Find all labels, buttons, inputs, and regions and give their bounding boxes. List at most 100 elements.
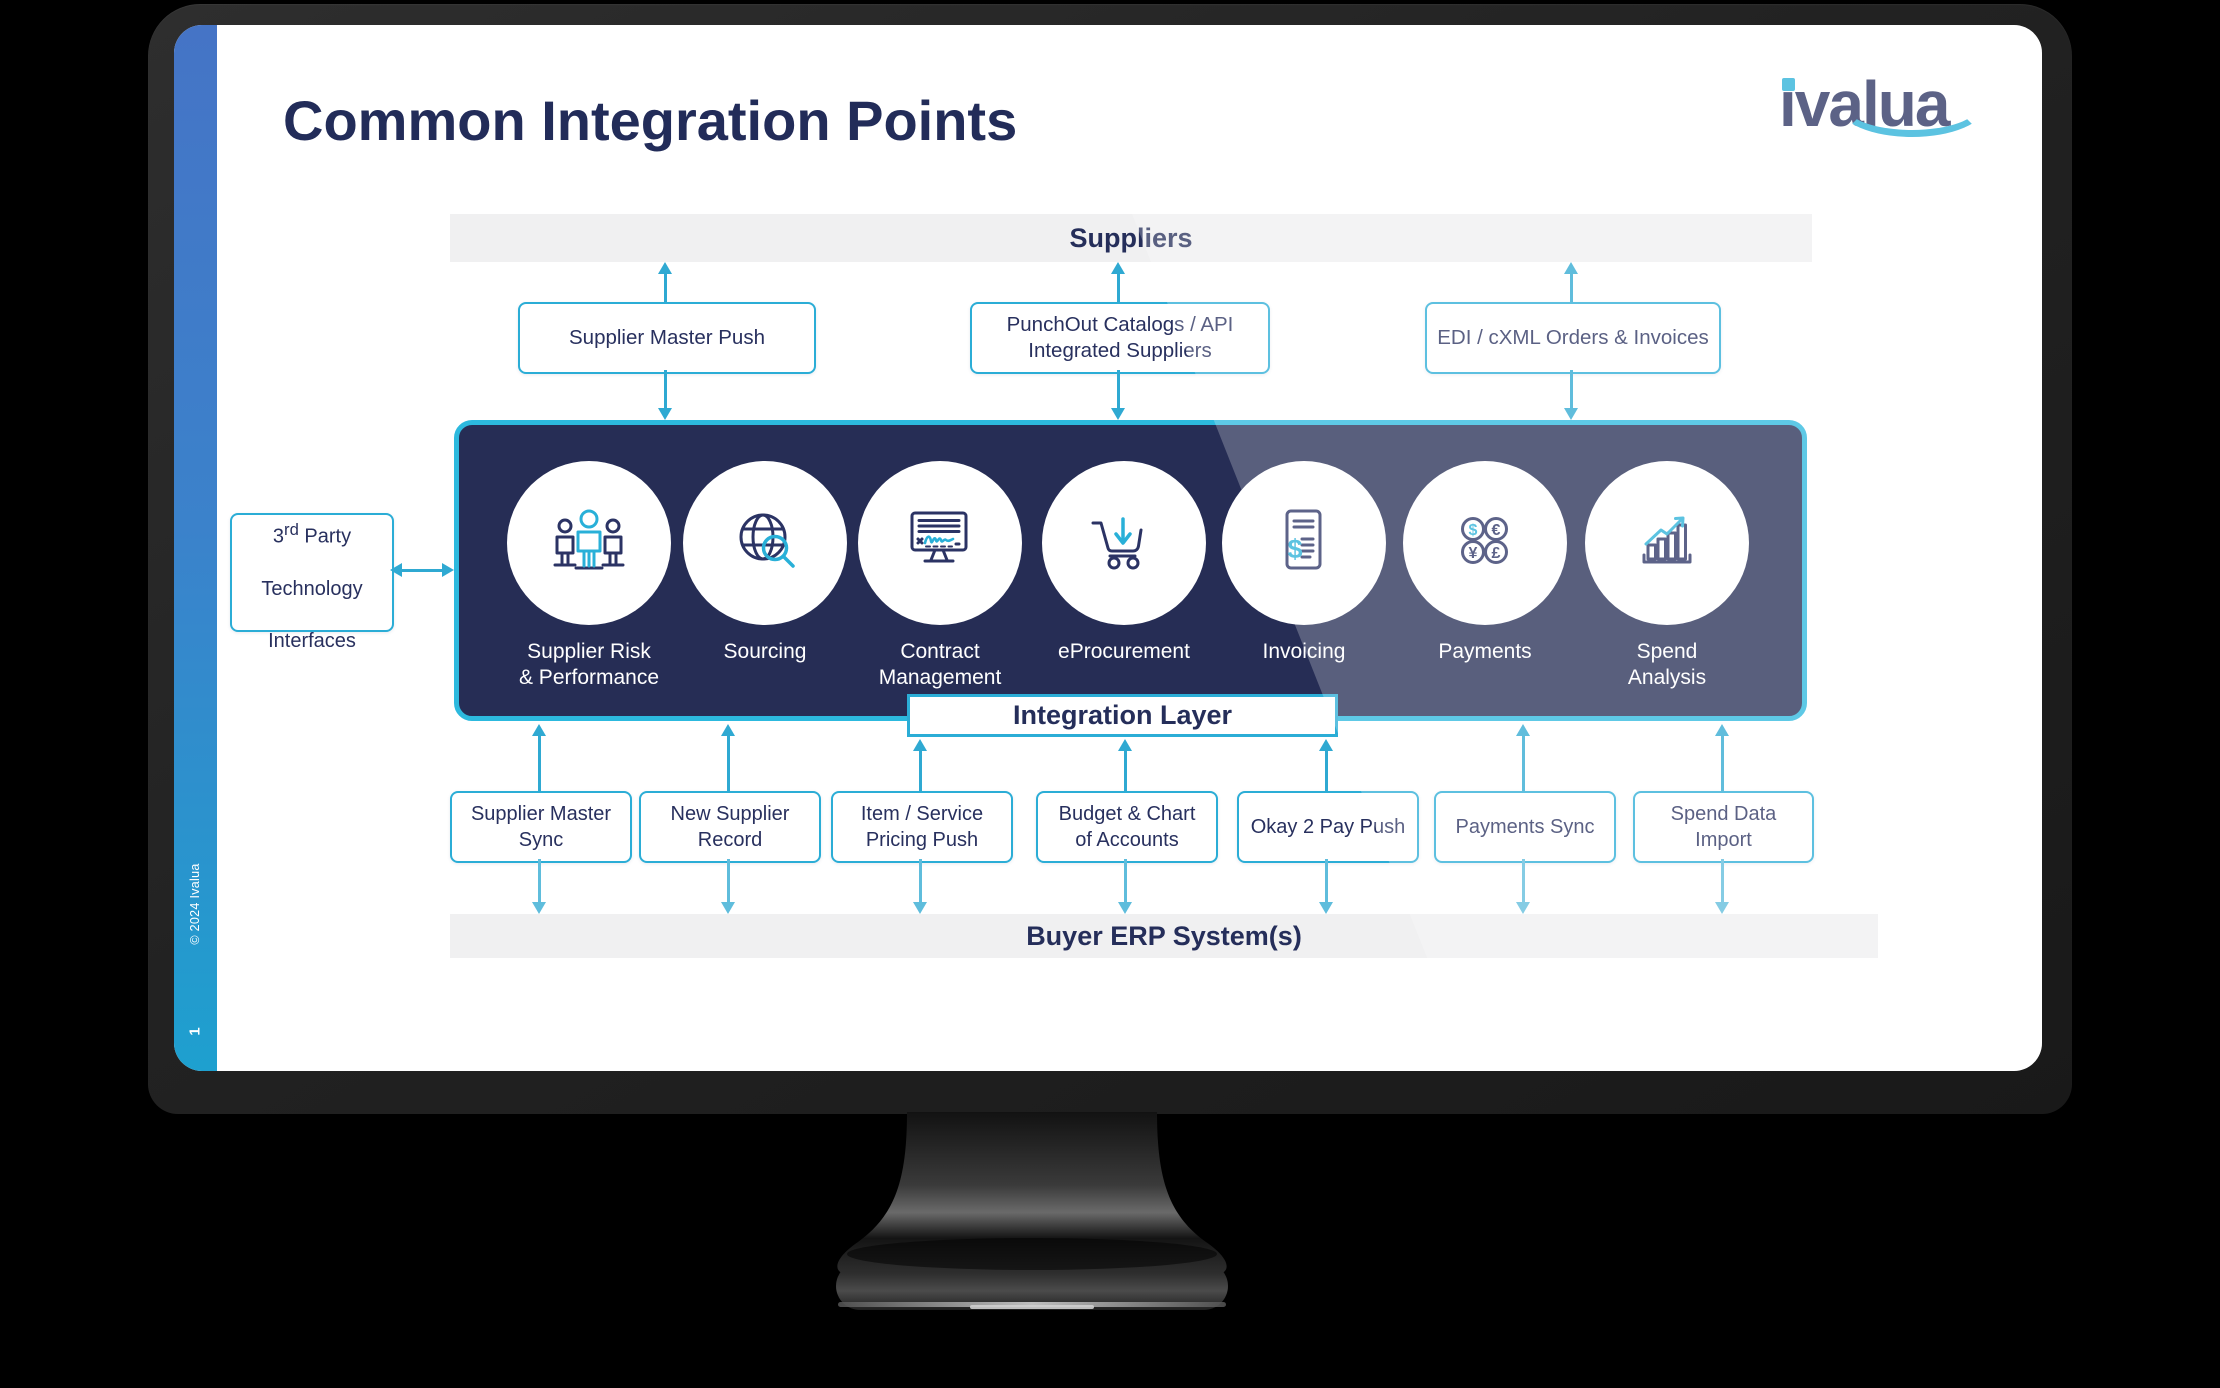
arrow-line bbox=[918, 859, 922, 903]
module-label: Sourcing bbox=[723, 640, 807, 663]
arrow-line bbox=[1123, 859, 1127, 903]
bottom-box-payments-sync: Payments Sync bbox=[1434, 791, 1616, 863]
euro-glyph: € bbox=[1492, 522, 1501, 539]
module-spend-analysis: Spend Analysis bbox=[1562, 461, 1772, 691]
top-box-punchout-catalogs: PunchOut Catalogs / API Integrated Suppl… bbox=[970, 302, 1270, 374]
page-title: Common Integration Points bbox=[283, 89, 1018, 152]
yen-glyph: ¥ bbox=[1469, 545, 1478, 562]
module-label: Contract Management bbox=[878, 640, 1002, 689]
module-eprocurement: eProcurement bbox=[1019, 461, 1229, 665]
invoice-dollar-glyph: $ bbox=[1287, 534, 1302, 564]
arrow-up-icon bbox=[658, 262, 672, 274]
arrow-line bbox=[726, 735, 730, 791]
arrow-down-icon bbox=[1564, 408, 1578, 420]
module-payments: $ € ¥ £ Payments bbox=[1380, 461, 1590, 665]
third-party-line2: Technology bbox=[261, 577, 363, 600]
invoice-document-icon: $ bbox=[1285, 509, 1322, 570]
bottom-box-new-supplier-record: New Supplier Record bbox=[639, 791, 821, 863]
bottom-box-okay-2-pay-push: Okay 2 Pay Push bbox=[1237, 791, 1419, 863]
module-circle bbox=[507, 461, 671, 625]
module-circle bbox=[858, 461, 1022, 625]
module-circle: $ € ¥ £ bbox=[1403, 461, 1567, 625]
bar-chart-trend-icon bbox=[1642, 516, 1692, 564]
module-supplier-risk: Supplier Risk & Performance bbox=[484, 461, 694, 691]
arrow-up-icon bbox=[721, 724, 735, 736]
ivalua-logo: ivalua bbox=[1779, 67, 2009, 177]
module-label: Supplier Risk & Performance bbox=[518, 640, 660, 689]
third-party-num: 3 bbox=[272, 525, 285, 548]
module-circle bbox=[683, 461, 847, 625]
arrow-left-icon bbox=[390, 563, 402, 577]
third-party-label: 3rd Party Technology Interfaces bbox=[261, 491, 362, 654]
shopping-cart-icon bbox=[1091, 517, 1143, 570]
people-icon bbox=[553, 509, 625, 570]
arrow-up-icon bbox=[1715, 724, 1729, 736]
bottom-box-supplier-master-sync: Supplier Master Sync bbox=[450, 791, 632, 863]
monitor-stand bbox=[836, 1112, 1228, 1310]
third-party-sup: rd bbox=[284, 520, 299, 540]
suppliers-bar: Suppliers bbox=[450, 214, 1812, 262]
third-party-box: 3rd Party Technology Interfaces bbox=[230, 513, 394, 652]
page-number: 1 bbox=[186, 1027, 204, 1036]
module-circle bbox=[1585, 461, 1749, 625]
logo-i-dot-icon bbox=[1782, 78, 1795, 91]
arrow-up-icon bbox=[1564, 262, 1578, 274]
arrow-line bbox=[1521, 859, 1525, 903]
arrow-right-icon bbox=[442, 563, 454, 577]
pound-glyph: £ bbox=[1492, 545, 1501, 562]
currency-coins-icon: $ € ¥ £ bbox=[1461, 517, 1508, 564]
arrow-line bbox=[401, 568, 443, 572]
accent-sidebar: © 2024 Ivalua 1 bbox=[174, 25, 217, 1071]
slide: © 2024 Ivalua 1 Common Integration Point… bbox=[174, 25, 2042, 1071]
arrow-down-icon bbox=[1111, 408, 1125, 420]
arrow-down-icon bbox=[1319, 902, 1333, 914]
arrow-up-icon bbox=[913, 739, 927, 751]
arrow-down-icon bbox=[913, 902, 927, 914]
module-sourcing: Sourcing bbox=[660, 461, 870, 665]
arrow-line bbox=[918, 750, 922, 791]
arrow-line bbox=[1324, 750, 1328, 791]
arrow-line bbox=[1569, 273, 1573, 302]
arrow-line bbox=[537, 859, 541, 903]
arrow-line bbox=[1116, 273, 1120, 302]
logo-smile-arc-icon bbox=[1839, 75, 1985, 137]
arrow-line bbox=[1116, 370, 1120, 410]
third-party-word: Party bbox=[298, 525, 352, 548]
arrow-line bbox=[663, 370, 667, 410]
copyright-text: © 2024 Ivalua bbox=[188, 863, 202, 945]
module-invoicing: $ Invoicing bbox=[1199, 461, 1409, 665]
module-contract-management: Contract Management bbox=[835, 461, 1045, 691]
buyer-erp-bar: Buyer ERP System(s) bbox=[450, 914, 1878, 958]
module-label: Payments bbox=[1438, 640, 1532, 663]
arrow-line bbox=[1569, 370, 1573, 410]
globe-search-icon bbox=[739, 513, 795, 568]
module-label: eProcurement bbox=[1058, 640, 1190, 663]
module-label: Invoicing bbox=[1262, 640, 1346, 663]
arrow-line bbox=[1521, 735, 1525, 791]
third-party-line3: Interfaces bbox=[268, 629, 356, 652]
module-circle: $ bbox=[1222, 461, 1386, 625]
arrow-line bbox=[537, 735, 541, 791]
top-box-supplier-master-push: Supplier Master Push bbox=[518, 302, 816, 374]
arrow-down-icon bbox=[1118, 902, 1132, 914]
top-box-edi-cxml: EDI / cXML Orders & Invoices bbox=[1425, 302, 1721, 374]
module-label: Spend Analysis bbox=[1627, 640, 1707, 689]
module-circle bbox=[1042, 461, 1206, 625]
arrow-line bbox=[1123, 750, 1127, 791]
arrow-down-icon bbox=[1715, 902, 1729, 914]
arrow-up-icon bbox=[1111, 262, 1125, 274]
dollar-glyph: $ bbox=[1469, 522, 1478, 539]
arrow-down-icon bbox=[658, 408, 672, 420]
arrow-up-icon bbox=[1516, 724, 1530, 736]
arrow-line bbox=[1720, 735, 1724, 791]
arrow-down-icon bbox=[1516, 902, 1530, 914]
arrow-up-icon bbox=[1319, 739, 1333, 751]
arrow-line bbox=[663, 273, 667, 302]
arrow-down-icon bbox=[532, 902, 546, 914]
bottom-box-budget-chart-accounts: Budget & Chart of Accounts bbox=[1036, 791, 1218, 863]
contract-signature-icon bbox=[910, 511, 968, 563]
bottom-box-item-service-pricing: Item / Service Pricing Push bbox=[831, 791, 1013, 863]
arrow-line bbox=[1324, 859, 1328, 903]
arrow-line bbox=[1720, 859, 1724, 903]
arrow-down-icon bbox=[721, 902, 735, 914]
